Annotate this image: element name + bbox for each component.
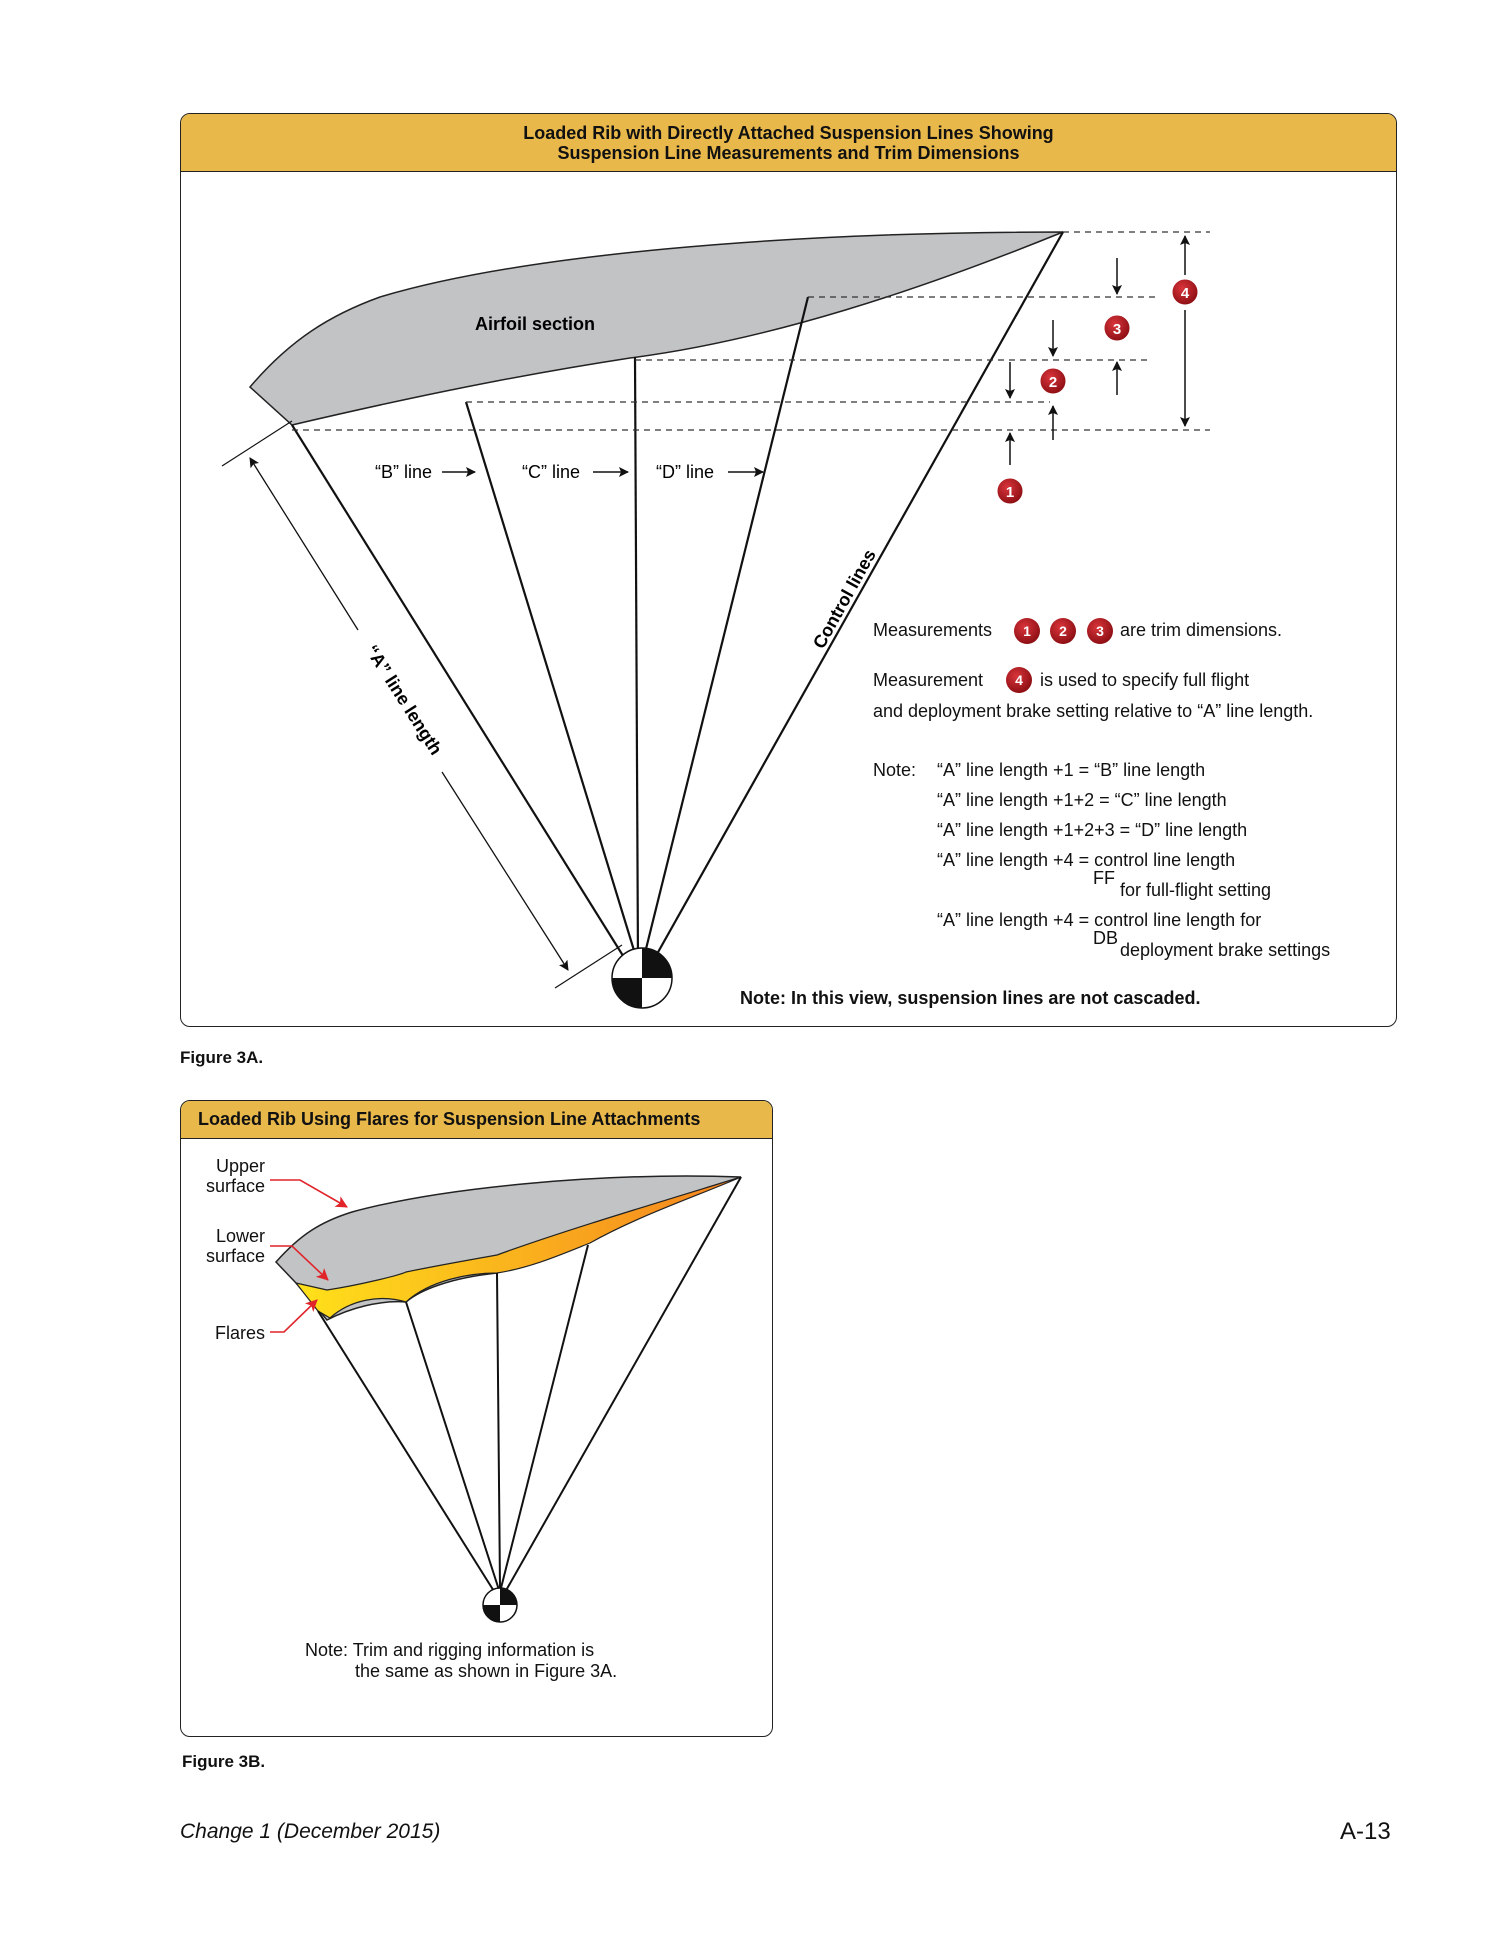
figure-3a-header: Loaded Rib with Directly Attached Suspen… [181,114,1396,172]
figure-3a-panel: Loaded Rib with Directly Attached Suspen… [180,113,1397,1027]
figure-3b-header: Loaded Rib Using Flares for Suspension L… [181,1101,772,1139]
figure-3b-note-line2: the same as shown in Figure 3A. [355,1661,618,1681]
figure-3a-title-line1: Loaded Rib with Directly Attached Suspen… [523,122,1054,143]
figure-3a-caption: Figure 3A. [180,1048,264,1067]
figure-3b-note-line1: Note: Trim and rigging information is [305,1640,595,1660]
page-number: A-13 [1340,1818,1391,1845]
figure-3a-title-line2: Suspension Line Measurements and Trim Di… [557,142,1020,163]
figure-3b-panel: Loaded Rib Using Flares for Suspension L… [180,1100,773,1737]
figure-3b-caption: Figure 3B. [182,1752,266,1771]
figure-3b-note: Note: Trim and rigging information is th… [305,1640,617,1682]
change-notice: Change 1 (December 2015) [180,1820,441,1843]
